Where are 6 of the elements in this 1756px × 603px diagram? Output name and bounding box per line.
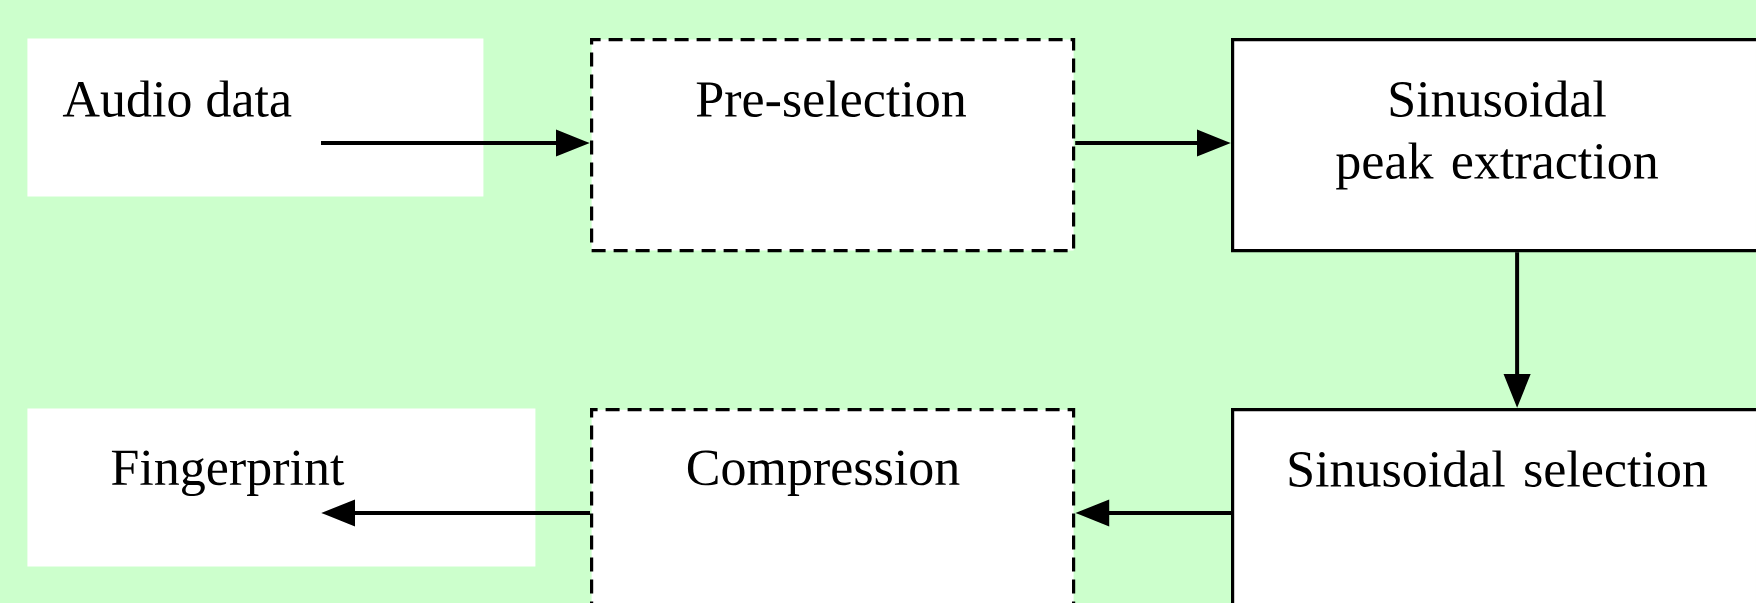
process-box: Fingerprint: [27, 408, 536, 567]
process-box: Sinusoidal peak extraction: [1231, 38, 1756, 253]
process-box: Sinusoidal selection: [1231, 408, 1756, 603]
process-box: Pre-selection: [590, 38, 1076, 253]
process-box: Audio data: [27, 38, 484, 197]
process-box: Compression: [590, 408, 1076, 603]
